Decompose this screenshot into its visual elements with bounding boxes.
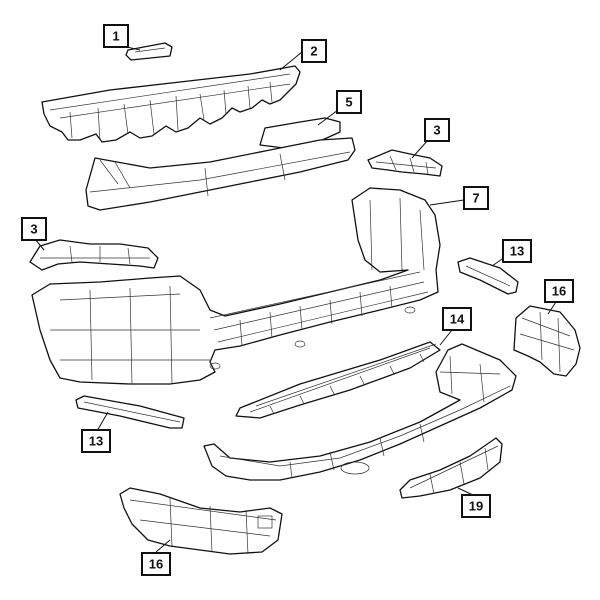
callout-16-left[interactable]: 16: [141, 552, 171, 576]
callout-3-right-label: 3: [433, 123, 440, 138]
part-7-rear-fascia: [31, 187, 441, 385]
callout-3-right[interactable]: 3: [424, 118, 450, 142]
part-14-grille: [235, 341, 441, 419]
part-19-skid-plate: [399, 437, 503, 499]
callout-19[interactable]: 19: [461, 494, 491, 518]
callout-7-label: 7: [472, 191, 479, 206]
callout-16-left-label: 16: [149, 557, 163, 572]
leader-13-left: [96, 411, 109, 432]
part-16-left-corner: [119, 487, 283, 555]
part-3-left-bracket: [29, 239, 159, 271]
part-13-right-reflector: [457, 257, 519, 295]
callout-14-label: 14: [450, 312, 465, 327]
callout-5-label: 5: [345, 95, 352, 110]
callout-2-label: 2: [310, 44, 317, 59]
callout-13-right[interactable]: 13: [502, 239, 532, 263]
leader-3-right: [411, 139, 429, 159]
callout-16-right-label: 16: [552, 284, 566, 299]
part-3-right-bracket: [367, 149, 443, 177]
callout-1[interactable]: 1: [103, 24, 129, 48]
part-1-bracket: [125, 42, 173, 61]
part-5-reinforcement-beam: [85, 117, 356, 211]
callout-7[interactable]: 7: [463, 186, 489, 210]
part-13-left-reflector: [75, 395, 185, 429]
leader-2: [279, 51, 303, 71]
callout-19-label: 19: [469, 499, 483, 514]
leader-14: [439, 329, 453, 346]
part-16-right-corner: [513, 305, 581, 377]
callout-16-right[interactable]: 16: [544, 279, 574, 303]
callout-14[interactable]: 14: [442, 307, 472, 331]
callout-3-left[interactable]: 3: [21, 217, 47, 241]
callout-5[interactable]: 5: [336, 90, 362, 114]
callout-1-label: 1: [112, 29, 119, 44]
leader-7: [429, 199, 465, 206]
callout-3-left-label: 3: [30, 222, 37, 237]
leader-16-left: [155, 539, 171, 553]
leader-5: [317, 109, 339, 126]
callout-13-right-label: 13: [510, 244, 524, 259]
part-lower-valance: [203, 343, 517, 481]
part-2-energy-absorber: [41, 65, 301, 143]
callout-13-left-label: 13: [89, 434, 103, 449]
callout-13-left[interactable]: 13: [81, 429, 111, 453]
leader-16-right: [547, 301, 557, 315]
callout-2[interactable]: 2: [301, 39, 327, 63]
